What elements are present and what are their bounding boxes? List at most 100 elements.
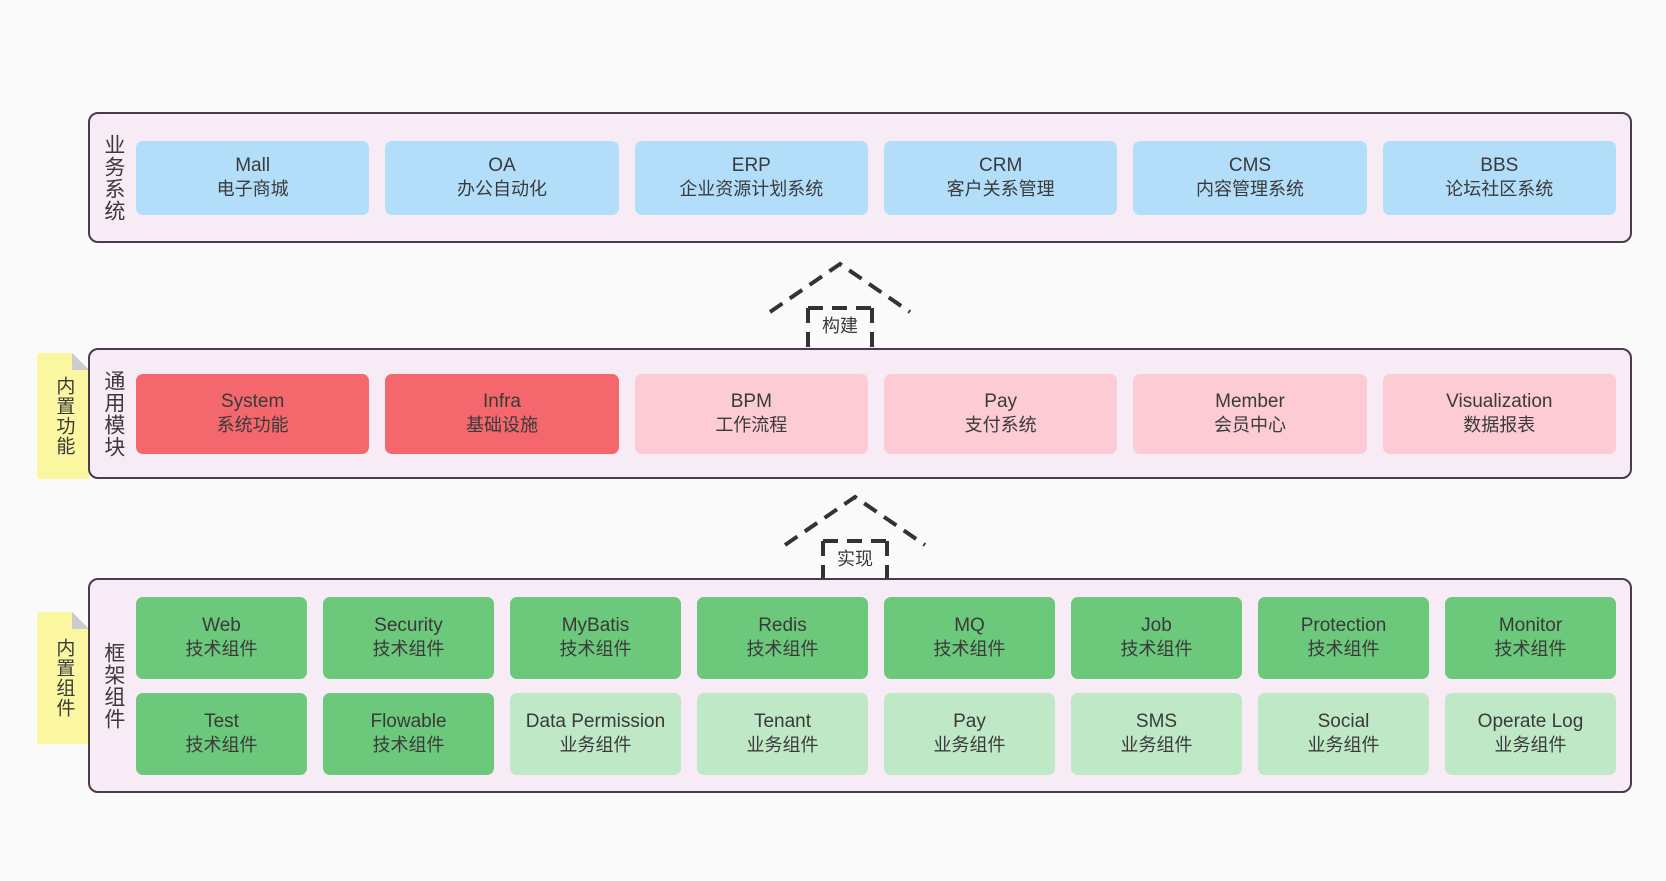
- card-title: Pay: [953, 711, 986, 733]
- card-subtitle: 技术组件: [559, 639, 632, 660]
- card-subtitle: 技术组件: [372, 735, 445, 756]
- card-title: MQ: [954, 615, 985, 637]
- card-subtitle: 办公自动化: [456, 179, 547, 200]
- layer-framework-component: 框架组件 Web 技术组件 Security 技术组件 MyBatis 技术组件…: [88, 578, 1632, 793]
- card-title: SMS: [1135, 711, 1178, 733]
- layer-body-common: System 系统功能 Infra 基础设施 BPM 工作流程 Pay 支付系统…: [136, 350, 1630, 477]
- card-row: System 系统功能 Infra 基础设施 BPM 工作流程 Pay 支付系统…: [136, 373, 1616, 454]
- card-social[interactable]: Social 业务组件: [1258, 692, 1429, 775]
- card-subtitle: 业务组件: [1307, 735, 1380, 756]
- card-cms[interactable]: CMS 内容管理系统: [1133, 140, 1367, 215]
- card-subtitle: 客户关系管理: [946, 179, 1055, 200]
- note-text: 内置组件: [53, 638, 75, 718]
- card-subtitle: 业务组件: [1120, 735, 1193, 756]
- card-subtitle: 会员中心: [1213, 415, 1286, 436]
- card-subtitle: 基础设施: [465, 415, 538, 436]
- layer-title-framework: 框架组件: [101, 641, 125, 730]
- card-subtitle: 工作流程: [715, 415, 788, 436]
- note-builtin-components: 内置组件: [37, 612, 89, 744]
- card-title: Visualization: [1446, 391, 1553, 413]
- card-subtitle: 系统功能: [216, 415, 289, 436]
- card-protection[interactable]: Protection 技术组件: [1258, 596, 1429, 679]
- card-monitor[interactable]: Monitor 技术组件: [1445, 596, 1616, 679]
- card-test[interactable]: Test 技术组件: [136, 692, 307, 775]
- card-job[interactable]: Job 技术组件: [1071, 596, 1242, 679]
- card-subtitle: 内容管理系统: [1195, 179, 1304, 200]
- card-subtitle: 业务组件: [746, 735, 819, 756]
- card-subtitle: 企业资源计划系统: [679, 179, 824, 200]
- card-subtitle: 技术组件: [185, 735, 258, 756]
- card-operate-log[interactable]: Operate Log 业务组件: [1445, 692, 1616, 775]
- connector-build: 构建: [760, 256, 920, 352]
- card-data-permission[interactable]: Data Permission 业务组件: [510, 692, 681, 775]
- card-erp[interactable]: ERP 企业资源计划系统: [634, 140, 868, 215]
- layer-common-module: 通用模块 System 系统功能 Infra 基础设施 BPM 工作流程 Pay…: [88, 348, 1632, 479]
- card-subtitle: 业务组件: [1494, 735, 1567, 756]
- card-member[interactable]: Member 会员中心: [1133, 373, 1367, 454]
- card-security[interactable]: Security 技术组件: [323, 596, 494, 679]
- card-title: Pay: [984, 391, 1018, 413]
- connector-implement: 实现: [775, 489, 935, 585]
- card-subtitle: 技术组件: [933, 639, 1006, 660]
- card-title: BPM: [730, 391, 772, 413]
- card-subtitle: 技术组件: [372, 639, 445, 660]
- generalization-arrow-icon: [768, 261, 912, 352]
- card-title: CRM: [979, 155, 1023, 177]
- card-infra[interactable]: Infra 基础设施: [385, 373, 619, 454]
- card-sms[interactable]: SMS 业务组件: [1071, 692, 1242, 775]
- card-title: Mall: [235, 155, 271, 177]
- card-row: Web 技术组件 Security 技术组件 MyBatis 技术组件 Redi…: [136, 596, 1616, 679]
- card-title: Social: [1317, 711, 1370, 733]
- card-subtitle: 技术组件: [1120, 639, 1193, 660]
- generalization-arrow-icon: [783, 494, 927, 585]
- card-mq[interactable]: MQ 技术组件: [884, 596, 1055, 679]
- card-subtitle: 业务组件: [933, 735, 1006, 756]
- card-bpm[interactable]: BPM 工作流程: [634, 373, 868, 454]
- card-subtitle: 数据报表: [1463, 415, 1536, 436]
- card-row: Test 技术组件 Flowable 技术组件 Data Permission …: [136, 692, 1616, 775]
- card-title: Infra: [482, 391, 521, 413]
- card-title: Member: [1215, 391, 1285, 413]
- card-system[interactable]: System 系统功能: [136, 373, 370, 454]
- card-subtitle: 技术组件: [185, 639, 258, 660]
- layer-title-business: 业务系统: [101, 133, 125, 222]
- card-pay-component[interactable]: Pay 业务组件: [884, 692, 1055, 775]
- connector-label-implement: 实现: [837, 549, 873, 569]
- card-title: CMS: [1228, 155, 1272, 177]
- card-oa[interactable]: OA 办公自动化: [385, 140, 619, 215]
- card-subtitle: 技术组件: [1307, 639, 1380, 660]
- card-title: Flowable: [370, 711, 447, 733]
- card-row: Mall 电子商城 OA 办公自动化 ERP 企业资源计划系统 CRM 客户关系…: [136, 140, 1616, 215]
- card-mall[interactable]: Mall 电子商城: [136, 140, 370, 215]
- card-pay[interactable]: Pay 支付系统: [883, 373, 1118, 454]
- card-visualization[interactable]: Visualization 数据报表: [1382, 373, 1616, 454]
- card-subtitle: 技术组件: [1494, 639, 1567, 660]
- connector-label-build: 构建: [822, 316, 858, 336]
- card-title: Job: [1141, 615, 1172, 637]
- card-title: ERP: [731, 155, 771, 177]
- card-title: System: [220, 391, 285, 413]
- layer-body-business: Mall 电子商城 OA 办公自动化 ERP 企业资源计划系统 CRM 客户关系…: [136, 114, 1630, 241]
- card-subtitle: 电子商城: [216, 179, 289, 200]
- card-title: Security: [374, 615, 443, 637]
- layer-title-common: 通用模块: [101, 369, 125, 458]
- card-subtitle: 技术组件: [746, 639, 819, 660]
- card-title: Protection: [1300, 615, 1387, 637]
- card-mybatis[interactable]: MyBatis 技术组件: [510, 596, 681, 679]
- card-tenant[interactable]: Tenant 业务组件: [697, 692, 868, 775]
- card-flowable[interactable]: Flowable 技术组件: [323, 692, 494, 775]
- card-redis[interactable]: Redis 技术组件: [697, 596, 868, 679]
- card-bbs[interactable]: BBS 论坛社区系统: [1382, 140, 1616, 215]
- card-subtitle: 业务组件: [559, 735, 632, 756]
- card-title: OA: [488, 155, 516, 177]
- layer-body-framework: Web 技术组件 Security 技术组件 MyBatis 技术组件 Redi…: [136, 580, 1630, 791]
- card-crm[interactable]: CRM 客户关系管理: [883, 140, 1118, 215]
- card-title: Data Permission: [525, 711, 666, 733]
- card-web[interactable]: Web 技术组件: [136, 596, 307, 679]
- card-subtitle: 论坛社区系统: [1445, 179, 1554, 200]
- layer-business-system: 业务系统 Mall 电子商城 OA 办公自动化 ERP 企业资源计划系统 CRM…: [88, 112, 1632, 243]
- card-title: Test: [204, 711, 239, 733]
- card-title: Web: [202, 615, 241, 637]
- card-subtitle: 支付系统: [964, 415, 1037, 436]
